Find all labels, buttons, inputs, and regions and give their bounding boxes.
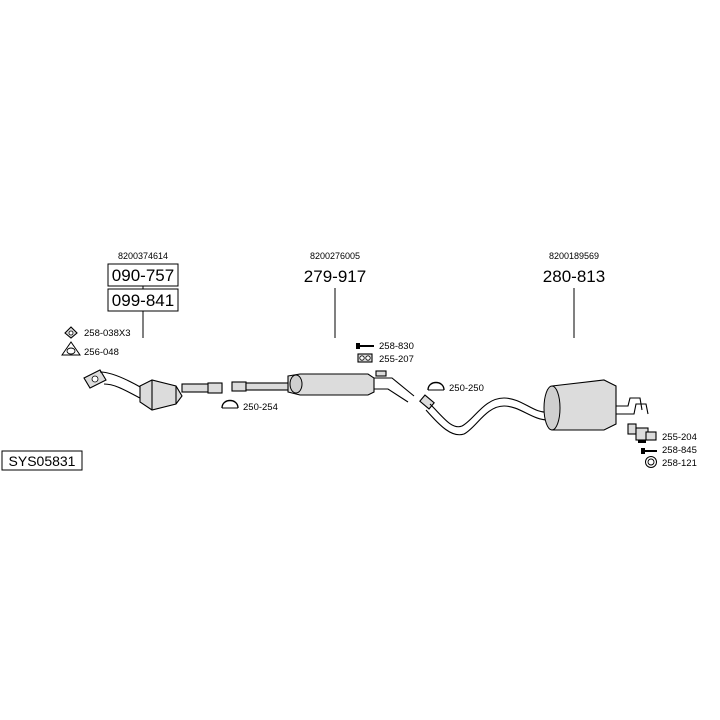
label-258-830[interactable]: 258-830: [379, 341, 414, 352]
oem-number-rear: 8200189569: [549, 251, 599, 261]
oem-number-front: 8200374614: [118, 251, 168, 261]
part-number-099-841[interactable]: 099-841: [112, 291, 174, 310]
oem-number-middle: 8200276005: [310, 251, 360, 261]
front-pipe-catalyst[interactable]: [83, 369, 223, 411]
bolt-icon: [356, 343, 374, 349]
clamp-icon: [221, 399, 239, 409]
label-258-038X3[interactable]: 258-038X3: [84, 328, 130, 339]
middle-pipe-silencer[interactable]: [231, 370, 415, 403]
label-255-204[interactable]: 255-204: [662, 432, 697, 443]
label-256-048[interactable]: 256-048: [84, 347, 119, 358]
part-number-279-917[interactable]: 279-917: [304, 267, 366, 286]
label-258-121[interactable]: 258-121: [662, 458, 697, 469]
label-255-207[interactable]: 255-207: [379, 354, 414, 365]
rubber-mount-icon: [635, 427, 657, 443]
ring-icon: [645, 456, 657, 468]
system-code: SYS05831: [9, 453, 76, 469]
system-code-box: [1, 450, 83, 471]
gasket-icon: [64, 326, 78, 339]
ring-icon: [61, 341, 81, 356]
label-250-254[interactable]: 250-254: [243, 402, 278, 413]
label-250-250[interactable]: 250-250: [449, 383, 484, 394]
rubber-hanger-icon: [357, 353, 373, 363]
rear-pipe-silencer[interactable]: [419, 379, 649, 436]
label-258-845[interactable]: 258-845: [662, 445, 697, 456]
bolt-icon: [641, 448, 657, 454]
part-number-090-757[interactable]: 090-757: [112, 266, 174, 285]
part-number-280-813[interactable]: 280-813: [543, 267, 605, 286]
clamp-icon: [427, 381, 445, 391]
